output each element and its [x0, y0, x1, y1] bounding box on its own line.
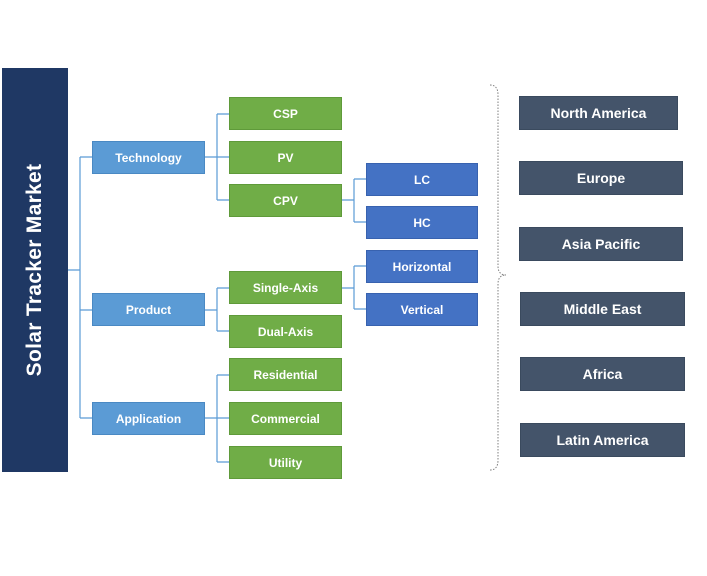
single-axis-type-horizontal: Horizontal	[366, 250, 478, 283]
technology-connector	[205, 113, 229, 201]
segment-application: Application	[92, 402, 205, 435]
segment-product: Product	[92, 293, 205, 326]
root-title: Solar Tracker Market	[23, 163, 46, 377]
application-item-residential: Residential	[229, 358, 342, 391]
region-brace	[489, 84, 507, 471]
cpv-type-hc: HC	[366, 206, 478, 239]
region-africa: Africa	[520, 357, 685, 391]
application-item-utility: Utility	[229, 446, 342, 479]
segment-technology: Technology	[92, 141, 205, 174]
region-north-america: North America	[519, 96, 678, 130]
region-latin-america: Latin America	[520, 423, 685, 457]
root-connector	[68, 156, 92, 419]
product-connector	[205, 287, 229, 332]
application-connector	[205, 374, 229, 463]
region-europe: Europe	[519, 161, 683, 195]
region-asia-pacific: Asia Pacific	[519, 227, 683, 261]
application-item-commercial: Commercial	[229, 402, 342, 435]
single-axis-type-vertical: Vertical	[366, 293, 478, 326]
technology-item-cpv: CPV	[229, 184, 342, 217]
region-middle-east: Middle East	[520, 292, 685, 326]
cpv-type-lc: LC	[366, 163, 478, 196]
cpv-connector	[342, 178, 366, 223]
root-title-bar: Solar Tracker Market	[2, 68, 68, 472]
product-item-dual-axis: Dual-Axis	[229, 315, 342, 348]
product-item-single-axis: Single-Axis	[229, 271, 342, 304]
technology-item-csp: CSP	[229, 97, 342, 130]
single-axis-connector	[342, 265, 366, 310]
technology-item-pv: PV	[229, 141, 342, 174]
